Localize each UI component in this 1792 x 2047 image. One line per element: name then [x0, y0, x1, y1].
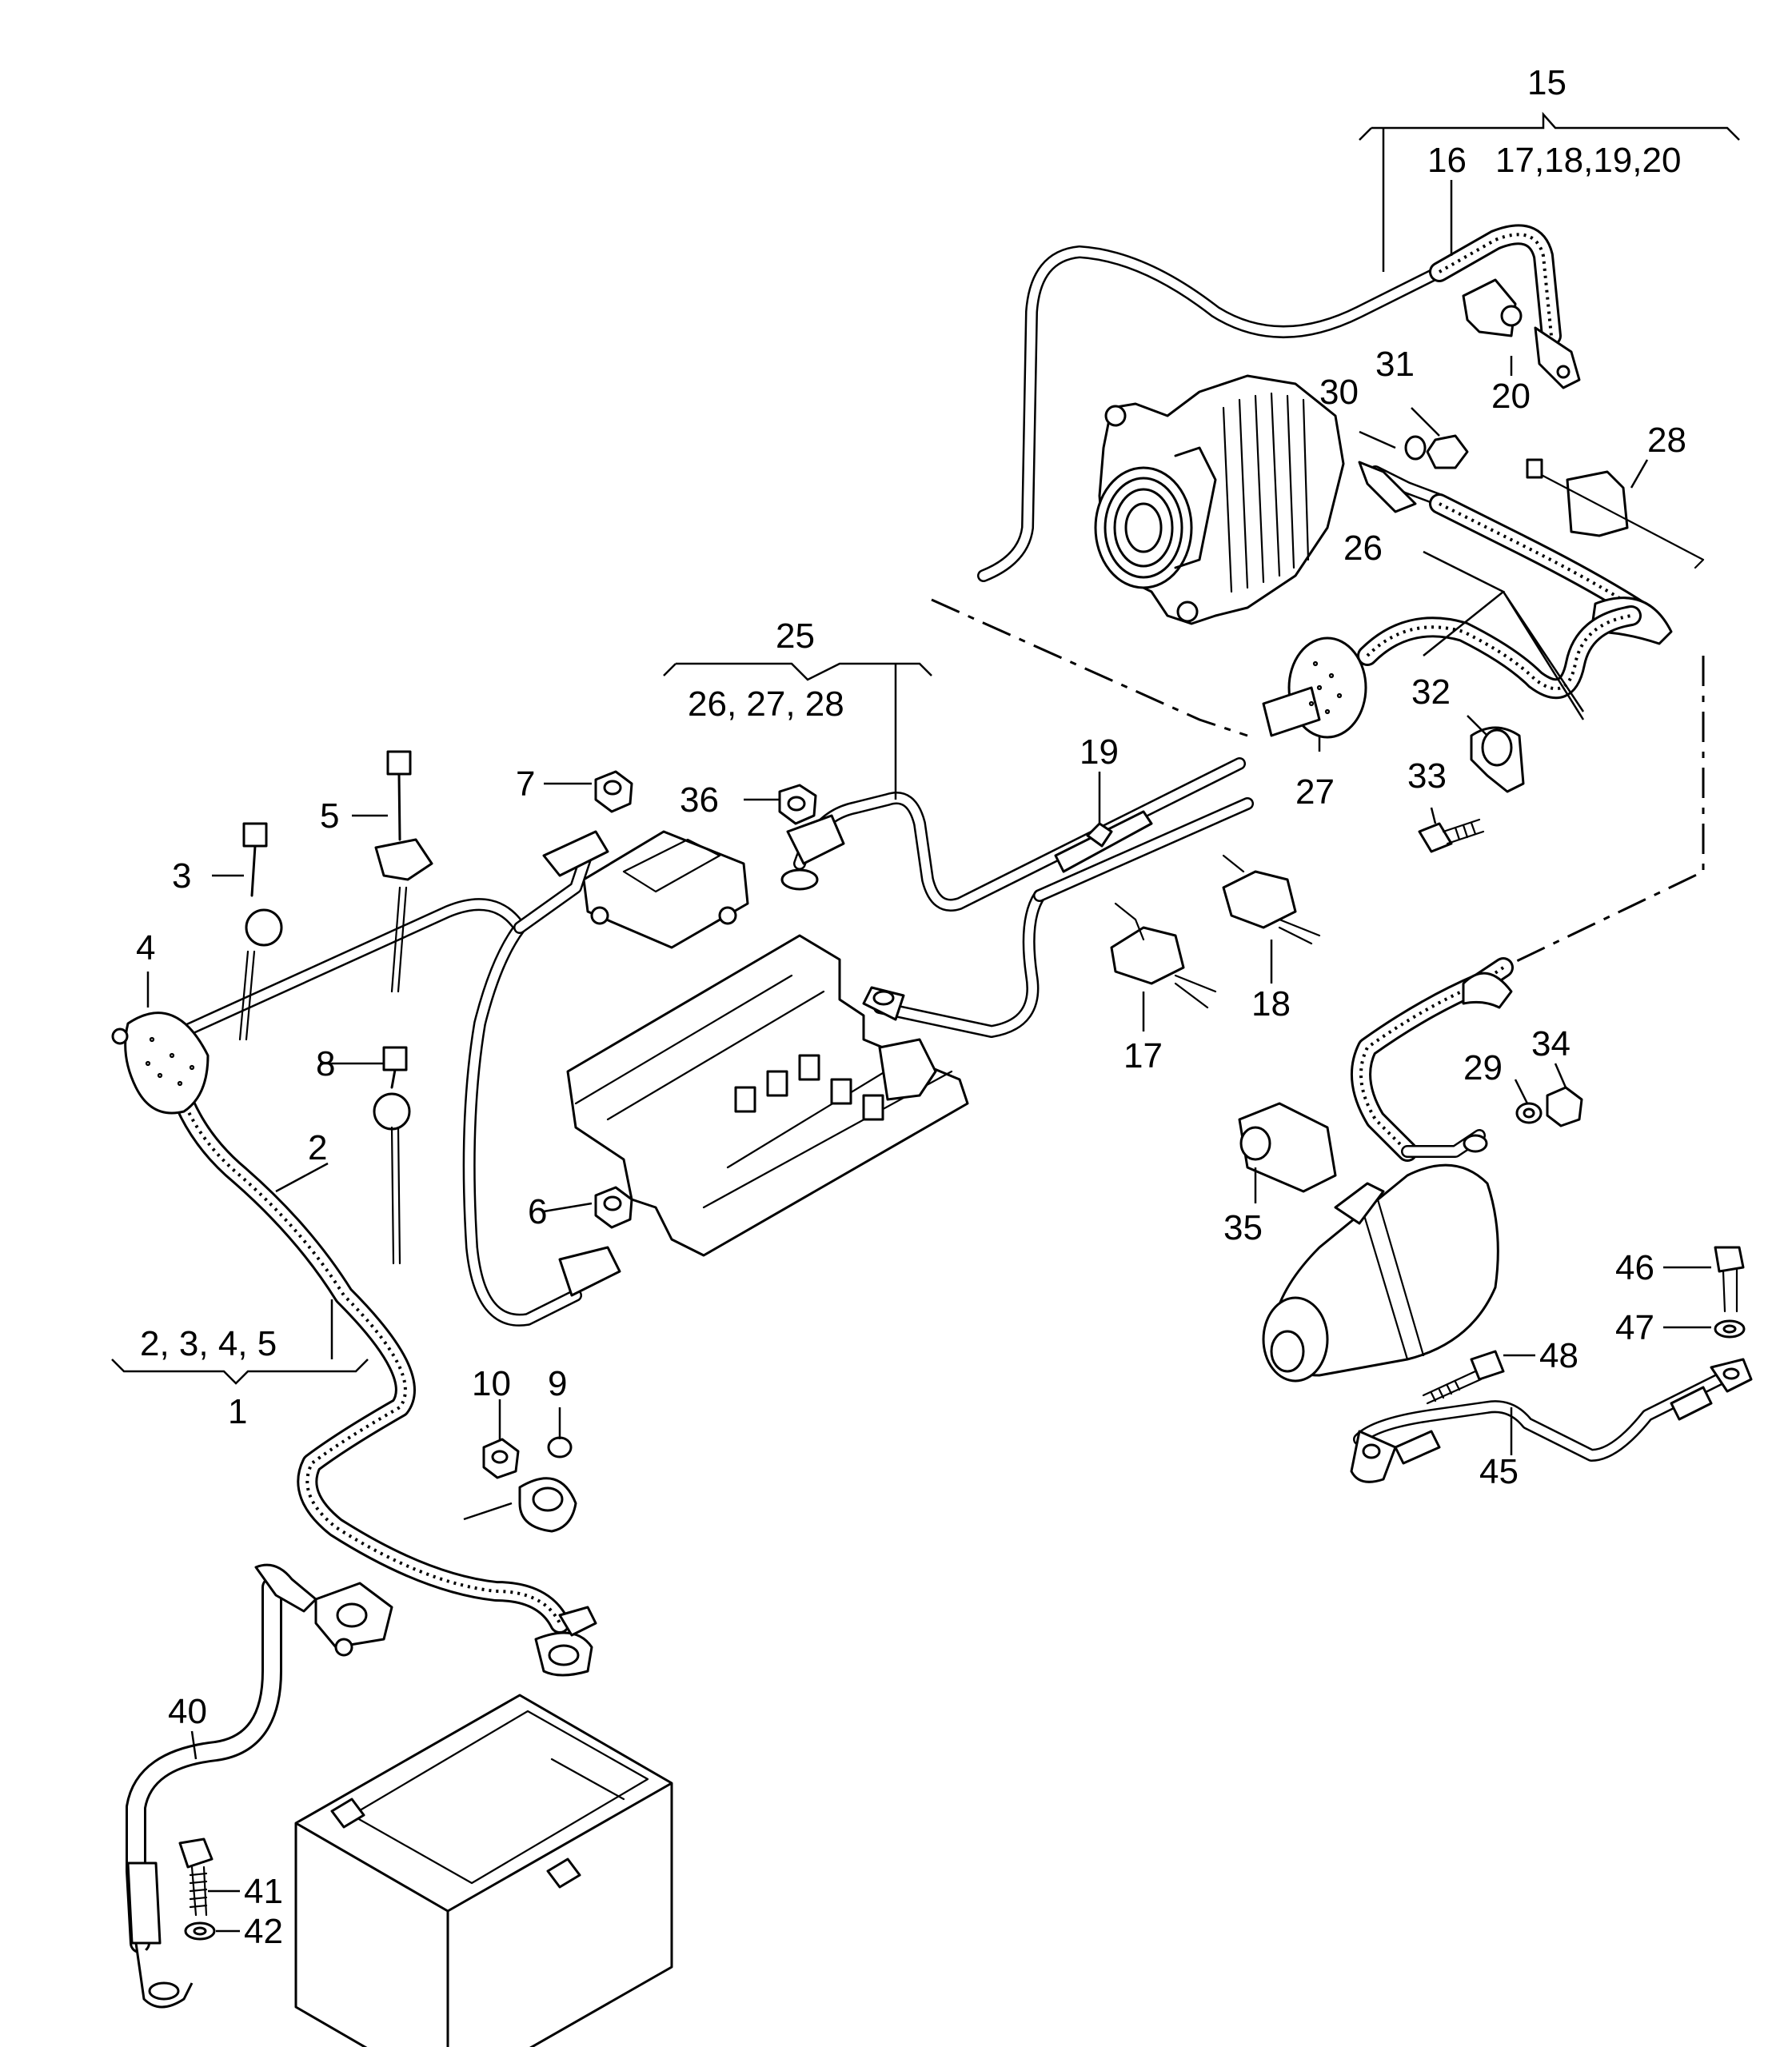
- callout-9: 9: [548, 1364, 567, 1403]
- clip-17: [1110, 902, 1217, 1009]
- callout-31: 31: [1375, 345, 1415, 384]
- callout-47: 47: [1615, 1308, 1654, 1347]
- routing-line-2: [1503, 656, 1705, 969]
- bolt-33: [1418, 818, 1485, 853]
- bolt-41: [178, 1838, 214, 1917]
- callout-5: 5: [320, 796, 339, 836]
- nut-10: [482, 1438, 520, 1479]
- cable-26: [1357, 461, 1673, 720]
- callout-7: 7: [516, 764, 535, 804]
- grommet-4: [111, 1012, 210, 1115]
- negative-terminal: [534, 1606, 597, 1677]
- callout-32: 32: [1411, 672, 1451, 712]
- callout-40: 40: [168, 1692, 207, 1731]
- callout-20: 20: [1491, 377, 1531, 416]
- callout-35: 35: [1223, 1208, 1263, 1247]
- callout-36: 36: [680, 780, 719, 820]
- bolt-48: [1422, 1350, 1505, 1405]
- callout-48: 48: [1539, 1336, 1578, 1375]
- callout-19: 19: [1080, 732, 1119, 772]
- positive-terminal: [314, 1582, 393, 1657]
- alternator: [1094, 374, 1345, 625]
- callout-46: 46: [1615, 1248, 1654, 1287]
- callout-41: 41: [244, 1872, 283, 1911]
- battery: [294, 1694, 673, 2047]
- callout-26: 26: [1343, 529, 1383, 568]
- callout-29: 29: [1463, 1048, 1503, 1087]
- callout-42: 42: [244, 1912, 283, 1951]
- callout-26-28: 26, 27, 28: [688, 684, 844, 724]
- callout-2345: 2, 3, 4, 5: [140, 1324, 277, 1363]
- callout-30: 30: [1319, 373, 1359, 412]
- callout-3: 3: [172, 856, 191, 896]
- nut-31: [1404, 434, 1469, 469]
- washer-29: [1515, 1102, 1543, 1124]
- routing-line-1: [931, 598, 1248, 737]
- cable-15: [977, 224, 1581, 582]
- bracket-19: [1054, 810, 1153, 873]
- callout-34: 34: [1531, 1024, 1570, 1063]
- callout-8: 8: [316, 1044, 335, 1083]
- callout-45: 45: [1479, 1452, 1519, 1491]
- nut-7: [594, 770, 633, 813]
- nut-36: [778, 784, 817, 825]
- grommet-27: [1262, 636, 1367, 739]
- holder-28: [1526, 458, 1705, 569]
- callout-33: 33: [1407, 756, 1447, 796]
- tie-strap-5: [374, 750, 433, 993]
- cable-2: [166, 830, 621, 1634]
- clip-18: [1222, 854, 1321, 945]
- cable-25: [780, 757, 1254, 1038]
- callout-2: 2: [308, 1128, 327, 1167]
- nut-6: [594, 1186, 633, 1229]
- callout-17-20: 17,18,19,20: [1495, 141, 1681, 180]
- callout-27: 27: [1295, 772, 1335, 812]
- callout-6: 6: [528, 1192, 547, 1231]
- tie-strap-8: [373, 1046, 411, 1265]
- connector-35: [1238, 1102, 1337, 1193]
- washer-47: [1714, 1319, 1746, 1339]
- bolt-46: [1714, 1246, 1745, 1313]
- clamp-32: [1470, 726, 1525, 793]
- callout-10: 10: [472, 1364, 511, 1403]
- leader-lines: [111, 111, 1740, 1933]
- tie-strap-3: [238, 822, 283, 1041]
- callouts: 15 16 17,18,19,20 20 31 30 28 26 32 33 2…: [136, 63, 1686, 1951]
- nut-34: [1546, 1086, 1583, 1127]
- cable-45: [1350, 1358, 1753, 1483]
- callout-25: 25: [776, 616, 815, 656]
- starter-motor: [1262, 1163, 1499, 1383]
- callout-1: 1: [228, 1392, 247, 1431]
- clamp-9: [518, 1436, 577, 1533]
- callout-4: 4: [136, 928, 155, 968]
- callout-15: 15: [1527, 63, 1567, 102]
- relay-box: [582, 830, 749, 949]
- washer-42: [184, 1921, 216, 1941]
- fuse-box: [566, 934, 969, 1257]
- cable-40: [126, 1563, 317, 2009]
- callout-17: 17: [1123, 1036, 1163, 1075]
- cable-starter: [1351, 957, 1514, 1162]
- callout-18: 18: [1251, 984, 1291, 1024]
- callout-28: 28: [1647, 421, 1686, 460]
- callout-16: 16: [1427, 141, 1467, 180]
